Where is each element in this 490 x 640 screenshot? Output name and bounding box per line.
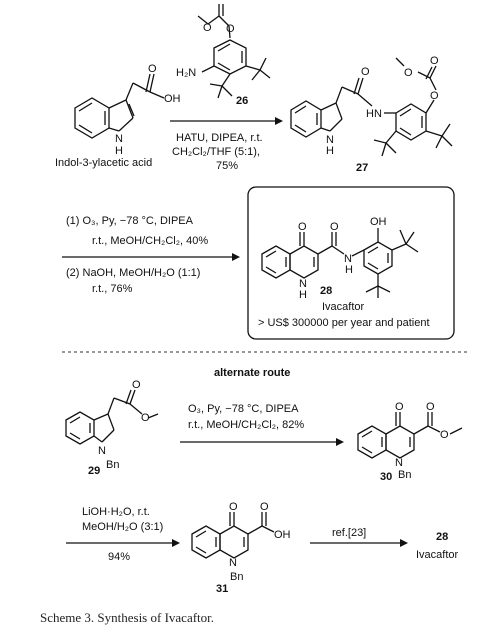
- atom-o: O: [226, 23, 235, 35]
- step5-ref: ref.[23]: [332, 527, 366, 539]
- atom-o: O: [298, 221, 307, 233]
- step1-line1: HATU, DIPEA, r.t.: [176, 132, 263, 144]
- indole-acid-label: Indol-3-ylacetic acid: [55, 157, 152, 169]
- alternate-route-heading: alternate route: [214, 367, 290, 379]
- atom-o: O: [440, 429, 449, 441]
- atom-o: O: [430, 55, 439, 67]
- step4-line1: LiOH·H₂O, r.t.: [82, 506, 150, 518]
- atom-o: O: [330, 221, 339, 233]
- atom-h2n: H₂N: [176, 67, 196, 79]
- step2-line4: r.t., 76%: [92, 283, 133, 295]
- atom-o: O: [404, 67, 413, 79]
- atom-n: N: [395, 457, 403, 469]
- atom-oh: OH: [274, 529, 291, 541]
- step1-arrow: HATU, DIPEA, r.t. CH₂Cl₂/THF (5:1), 75%: [170, 117, 283, 172]
- step2-arrow: (1) O₃, Py, −78 °C, DIPEA r.t., MeOH/CH₂…: [62, 215, 240, 295]
- atom-o: O: [361, 66, 370, 78]
- compound-31-number: 31: [216, 583, 228, 595]
- compound-31-structure: O O OH N Bn 31: [191, 501, 291, 595]
- compound-29-structure: O O N Bn 29: [65, 379, 159, 477]
- atom-n: N: [344, 253, 352, 265]
- ivacaftor-price: > US$ 300000 per year and patient: [258, 317, 430, 329]
- atom-o: O: [430, 90, 439, 102]
- compound-26-number: 26: [236, 95, 248, 107]
- compound-27-number: 27: [356, 162, 368, 174]
- atom-oh: OH: [164, 93, 181, 105]
- atom-bn: Bn: [106, 459, 119, 471]
- atom-hn: HN: [366, 108, 382, 120]
- atom-o: O: [148, 63, 157, 75]
- atom-h: H: [345, 264, 353, 276]
- step5-arrow: ref.[23]: [310, 527, 408, 547]
- atom-n: N: [299, 278, 307, 290]
- atom-o: O: [260, 501, 269, 513]
- atom-n: N: [98, 445, 106, 457]
- step4-line3: 94%: [108, 551, 130, 563]
- final-ivacaftor-label: Ivacaftor: [416, 549, 459, 561]
- step3-arrow: O₃, Py, −78 °C, DIPEA r.t., MeOH/CH₂Cl₂,…: [180, 403, 344, 446]
- atom-n: N: [115, 133, 123, 145]
- atom-o: O: [229, 501, 238, 513]
- step1-line2: CH₂Cl₂/THF (5:1),: [172, 146, 260, 158]
- compound-30-number: 30: [380, 471, 392, 483]
- compound-28-number: 28: [320, 285, 332, 297]
- atom-o: O: [426, 401, 435, 413]
- step2-line3: (2) NaOH, MeOH/H₂O (1:1): [66, 267, 200, 279]
- step3-line1: O₃, Py, −78 °C, DIPEA: [188, 403, 299, 415]
- atom-o: O: [132, 379, 141, 391]
- atom-n: N: [229, 557, 237, 569]
- ivacaftor-box: O N H O N H OH 28 Ivacaftor > US$ 300000…: [247, 186, 455, 340]
- step2-line2: r.t., MeOH/CH₂Cl₂, 40%: [92, 235, 208, 247]
- atom-h: H: [299, 289, 307, 301]
- indole-acetic-acid-structure: O OH N H Indol-3-ylacetic acid: [55, 63, 181, 169]
- compound-28-final-number: 28: [436, 531, 448, 543]
- compound-27-structure: O N H HN O O O 27: [290, 55, 453, 174]
- compound-29-number: 29: [88, 465, 100, 477]
- atom-o: O: [141, 412, 150, 424]
- scheme-caption: Scheme 3. Synthesis of Ivacaftor.: [40, 610, 215, 625]
- atom-o: O: [203, 22, 212, 34]
- step3-line2: r.t., MeOH/CH₂Cl₂, 82%: [188, 419, 304, 431]
- compound-26-structure: O O H₂N 26: [176, 4, 271, 107]
- atom-o: O: [395, 401, 404, 413]
- step2-line1: (1) O₃, Py, −78 °C, DIPEA: [66, 215, 194, 227]
- atom-h: H: [115, 145, 123, 157]
- step1-line3: 75%: [216, 160, 238, 172]
- step4-arrow: LiOH·H₂O, r.t. MeOH/H₂O (3:1) 94%: [66, 506, 180, 563]
- atom-h: H: [326, 145, 334, 157]
- atom-n: N: [326, 134, 334, 146]
- ivacaftor-name: Ivacaftor: [322, 301, 365, 313]
- atom-oh: OH: [370, 216, 387, 228]
- atom-bn: Bn: [398, 469, 411, 481]
- step4-line2: MeOH/H₂O (3:1): [82, 521, 163, 533]
- compound-30-structure: O O O N Bn 30: [357, 401, 463, 483]
- atom-bn: Bn: [230, 571, 243, 583]
